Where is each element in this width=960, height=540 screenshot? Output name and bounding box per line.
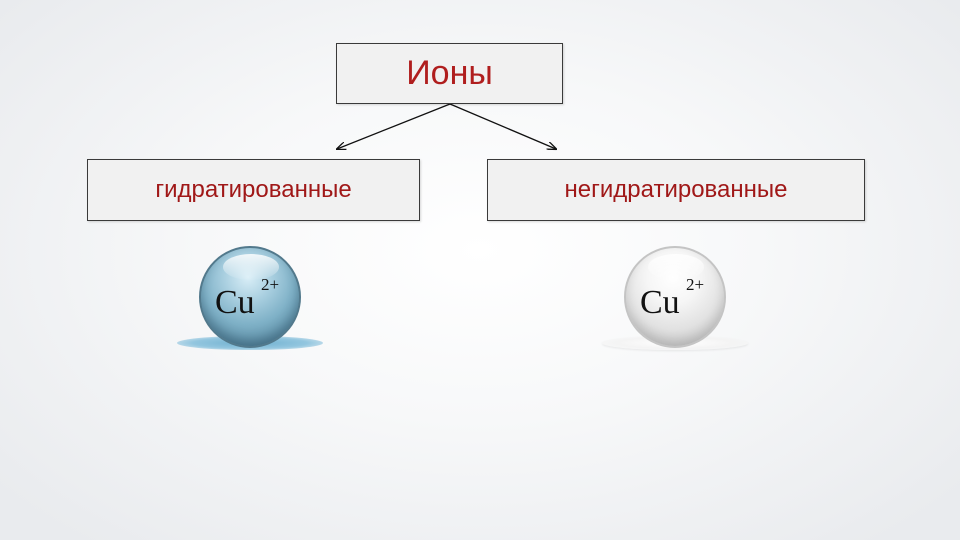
hydrated-label: гидратированные: [155, 176, 352, 203]
ion-charge: 2+: [686, 275, 705, 294]
arrow-to-hydrated: [337, 103, 451, 149]
hydrated-copper-ion: Cu 2+: [175, 240, 325, 360]
nonhydrated-label: негидратированные: [564, 176, 788, 203]
ion-symbol: Cu: [640, 284, 680, 321]
nonhydrated-ion-sphere: Cu 2+: [624, 246, 726, 348]
ion-symbol: Cu: [215, 284, 255, 321]
sphere-highlight: [223, 254, 279, 280]
ions-root-label: Ионы: [406, 54, 493, 92]
ions-root-box: Ионы: [336, 43, 563, 104]
hydrated-box: гидратированные: [87, 159, 420, 221]
hydrated-ion-sphere: Cu 2+: [199, 246, 301, 348]
arrow-to-nonhydrated: [449, 103, 556, 149]
sphere-highlight: [648, 254, 704, 280]
nonhydrated-box: негидратированные: [487, 159, 865, 221]
nonhydrated-copper-ion: Cu 2+: [600, 240, 750, 360]
ion-charge: 2+: [261, 275, 280, 294]
